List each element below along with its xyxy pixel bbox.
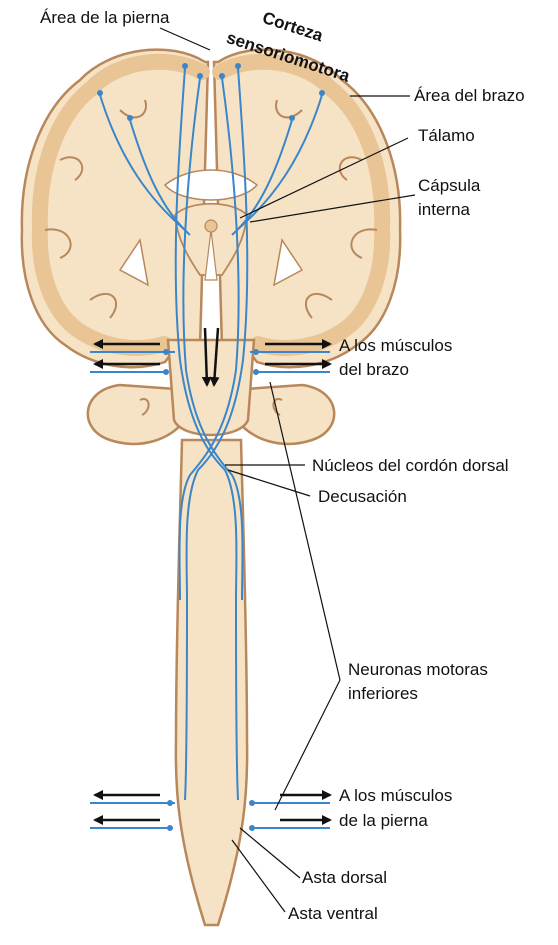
label-leg-muscles-1: A los músculos bbox=[339, 786, 452, 806]
label-lower-motor-2: inferiores bbox=[348, 684, 418, 704]
label-capsule-2: interna bbox=[418, 200, 470, 220]
label-leg-area: Área de la pierna bbox=[40, 8, 169, 28]
label-dorsal-horn: Asta dorsal bbox=[302, 868, 387, 888]
label-thalamus: Tálamo bbox=[418, 126, 475, 146]
left-hemisphere bbox=[22, 50, 208, 368]
brain bbox=[22, 50, 400, 368]
label-ventral-horn: Asta ventral bbox=[288, 904, 378, 924]
label-lower-motor-1: Neuronas motoras bbox=[348, 660, 488, 680]
label-arm-muscles-2: del brazo bbox=[339, 360, 409, 380]
label-arm-muscles-1: A los músculos bbox=[339, 336, 452, 356]
midbrain bbox=[168, 340, 254, 435]
label-dorsal-nuclei: Núcleos del cordón dorsal bbox=[312, 456, 509, 476]
label-decussation: Decusación bbox=[318, 487, 407, 507]
label-capsule-1: Cápsula bbox=[418, 176, 480, 196]
label-leg-muscles-2: de la pierna bbox=[339, 811, 428, 831]
label-arm-area: Área del brazo bbox=[414, 86, 525, 106]
right-hemisphere bbox=[214, 50, 400, 368]
